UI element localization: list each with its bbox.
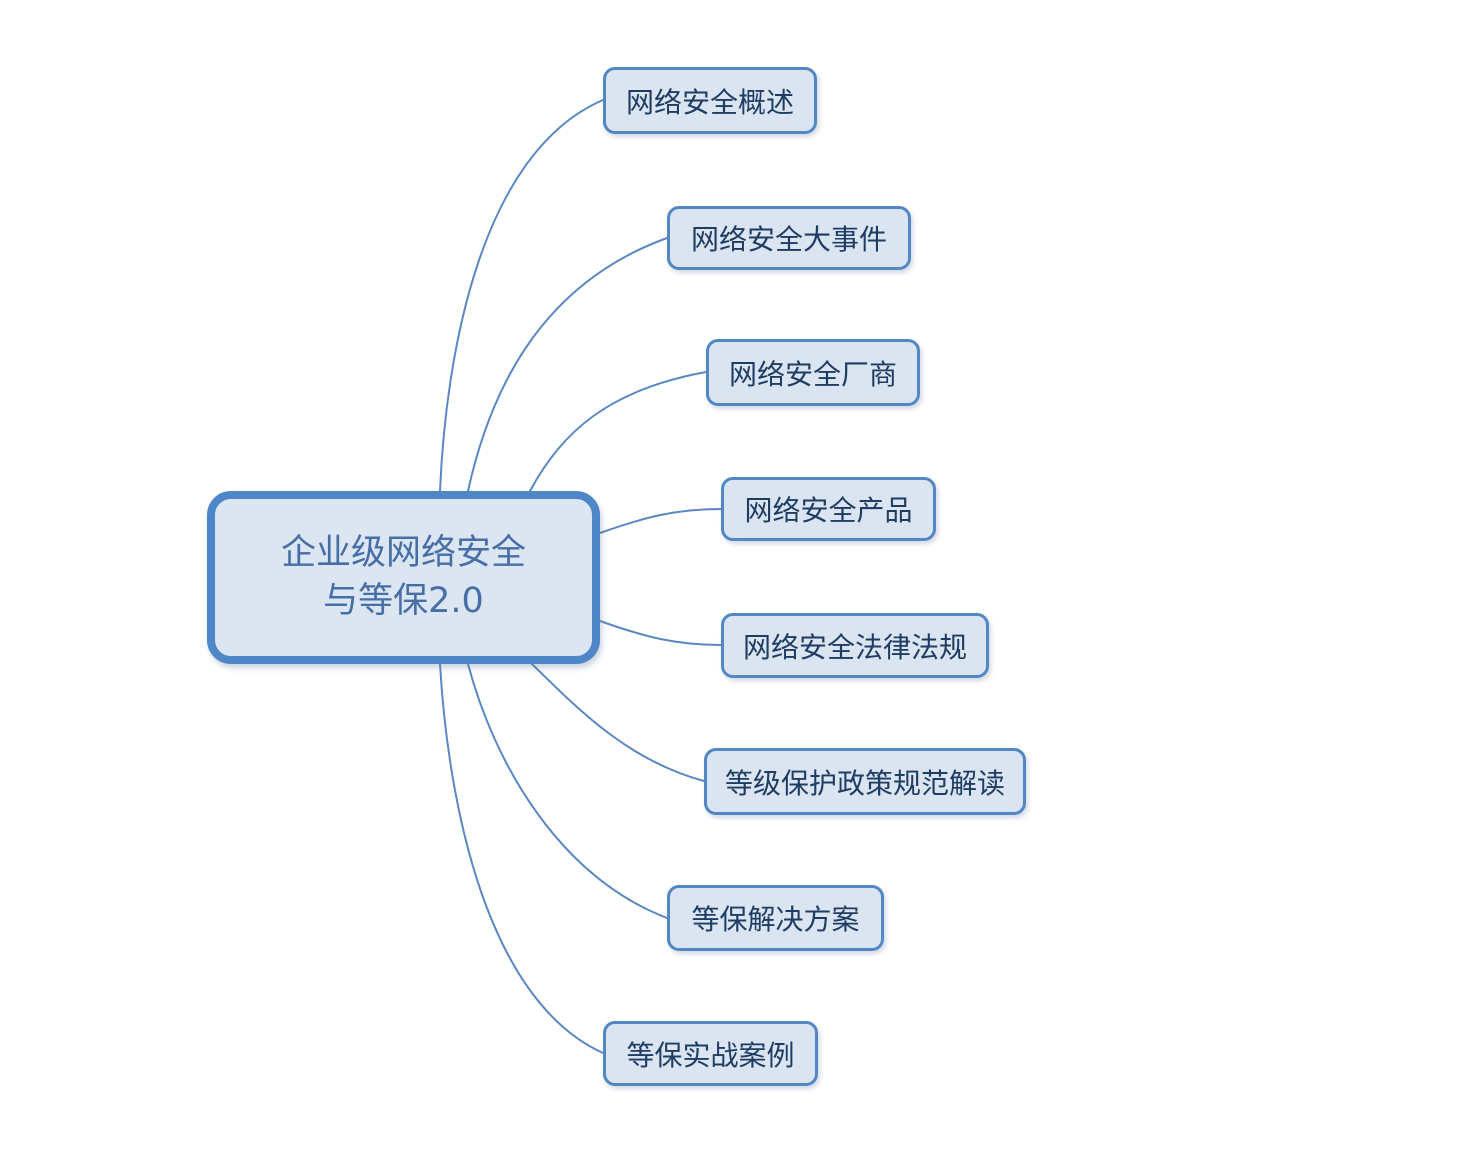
root-label-line1: 企业级网络安全 [280, 533, 526, 574]
branch-node-products[interactable]: 网络安全产品 [721, 477, 936, 541]
branch-label: 网络安全厂商 [728, 357, 897, 391]
connector-branch-2 [467, 237, 668, 492]
branch-label: 等保解决方案 [691, 903, 860, 936]
connector-branch-1 [439, 99, 604, 492]
branch-node-overview[interactable]: 网络安全概述 [603, 67, 817, 134]
branch-label: 网络安全产品 [744, 494, 913, 527]
branch-node-vendors[interactable]: 网络安全厂商 [706, 339, 920, 406]
branch-node-laws-regulations[interactable]: 网络安全法律法规 [721, 613, 989, 678]
branch-node-case-studies[interactable]: 等保实战案例 [603, 1021, 818, 1086]
root-label-line2: 与等保2.0 [323, 580, 484, 621]
connector-branch-4 [599, 508, 722, 534]
connector-branch-6 [531, 663, 705, 782]
connector-branch-7 [467, 663, 668, 919]
branch-node-policy-interpretation[interactable]: 等级保护政策规范解读 [704, 748, 1026, 815]
branch-label: 等保实战案例 [626, 1038, 795, 1072]
connector-branch-5 [599, 620, 722, 646]
connector-branch-8 [439, 663, 604, 1054]
branch-node-major-events[interactable]: 网络安全大事件 [667, 206, 911, 270]
branch-label: 网络安全法律法规 [742, 630, 967, 664]
branch-label: 网络安全概述 [625, 85, 794, 119]
branch-node-solutions[interactable]: 等保解决方案 [667, 885, 884, 951]
branch-label: 网络安全大事件 [690, 223, 887, 256]
branch-label: 等级保护政策规范解读 [724, 766, 1005, 800]
root-node[interactable]: 企业级网络安全 与等保2.0 [207, 491, 600, 664]
connector-branch-3 [529, 371, 707, 492]
